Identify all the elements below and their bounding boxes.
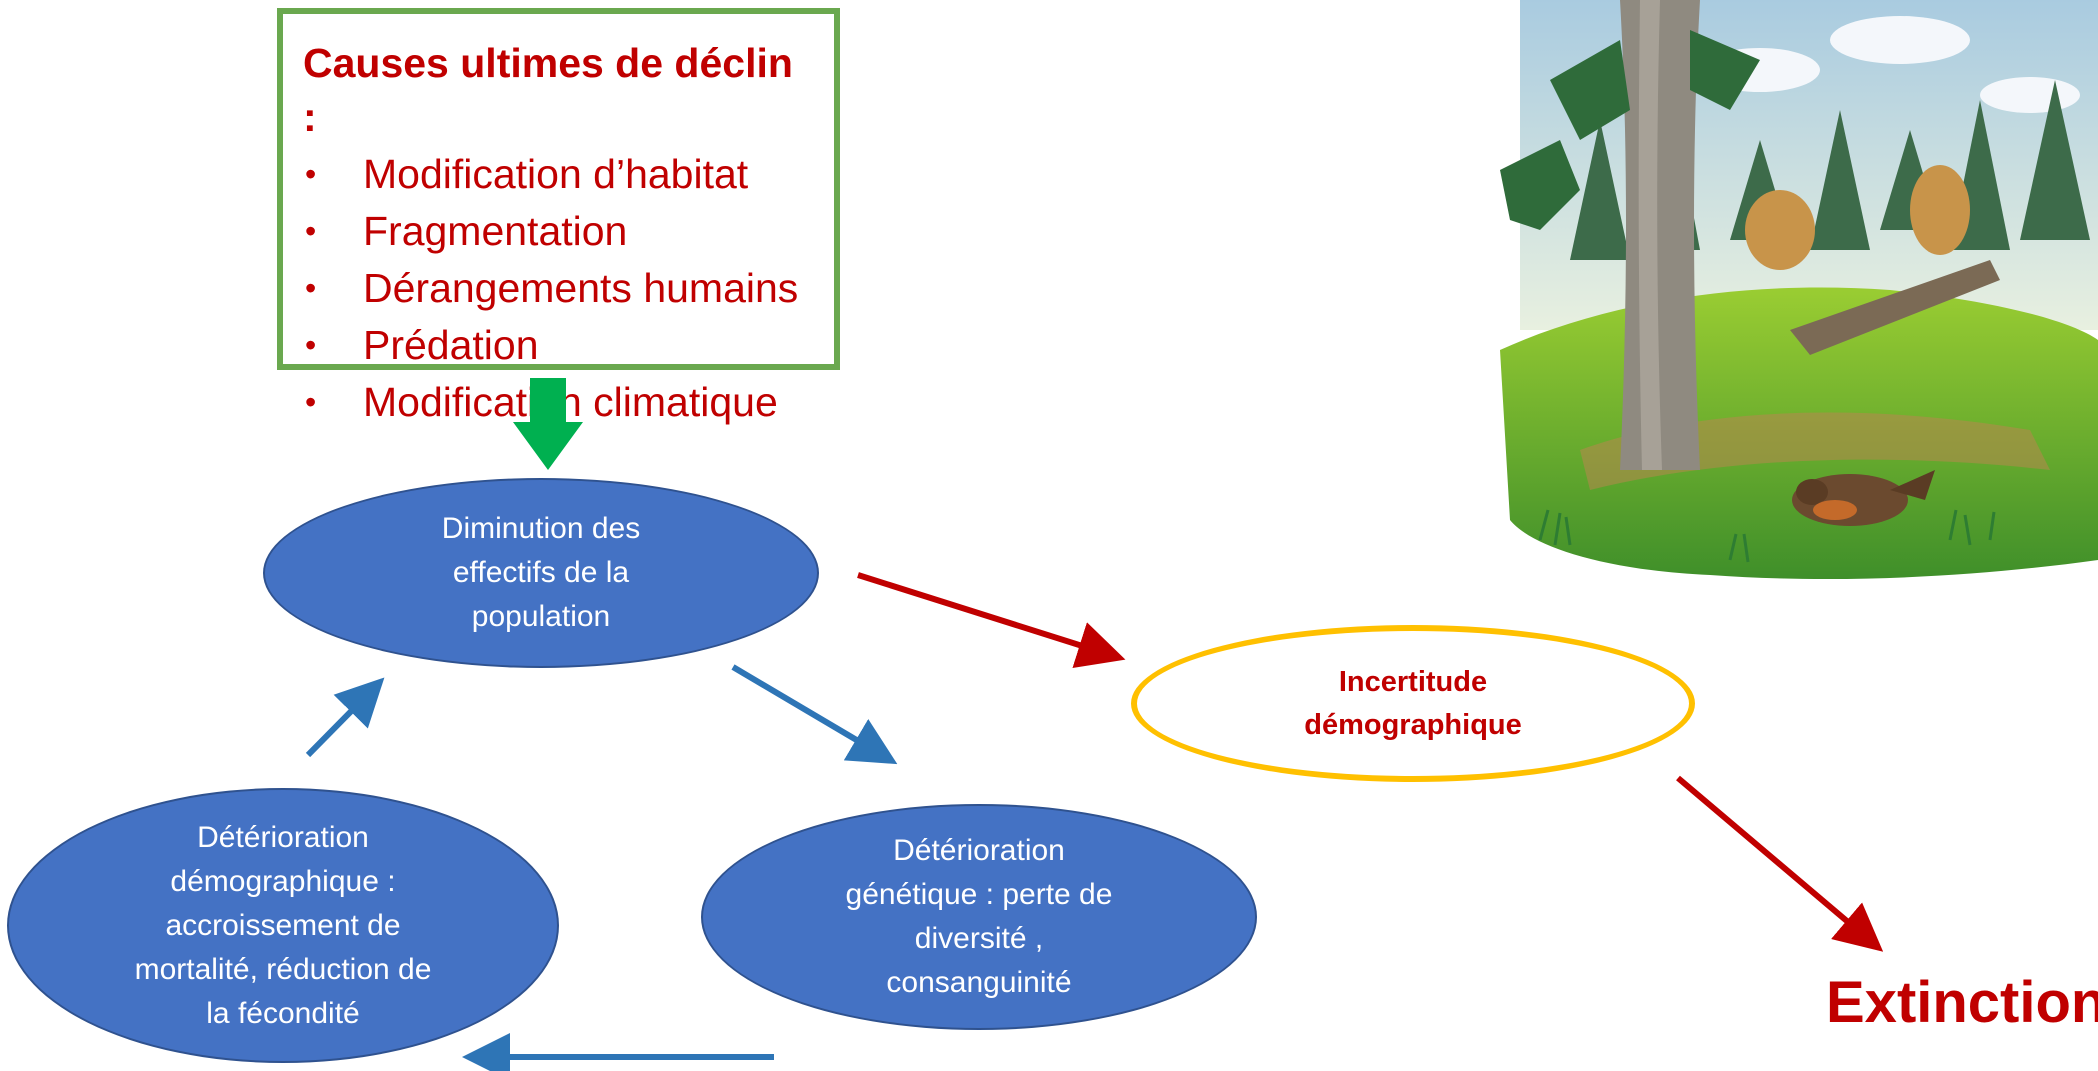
cause-item: •Modification climatique	[303, 374, 816, 431]
red-arrow-to-incertitude	[857, 572, 1126, 669]
blue-arrow-to-diminution	[305, 677, 385, 758]
extinction-label: Extinction	[1826, 970, 2098, 1035]
ultimate-causes-list: •Modification d’habitat •Fragmentation •…	[303, 146, 816, 431]
green-down-arrow	[513, 378, 583, 470]
bullet-icon: •	[305, 156, 317, 192]
cause-item: •Prédation	[303, 317, 816, 374]
forest-illustration	[1500, 0, 2098, 580]
bullet-icon: •	[305, 384, 317, 420]
cause-item: •Fragmentation	[303, 203, 816, 260]
demographic-deterioration-ellipse: Détérioration démographique : accroissem…	[7, 788, 559, 1063]
bullet-icon: •	[305, 213, 317, 249]
cause-item: •Modification d’habitat	[303, 146, 816, 203]
bullet-icon: •	[305, 327, 317, 363]
demographic-uncertainty-ellipse: Incertitude démographique	[1131, 625, 1695, 782]
blue-arrow-to-genetic	[731, 664, 898, 765]
genetic-deterioration-ellipse: Détérioration génétique : perte de diver…	[701, 804, 1257, 1030]
cause-item: •Dérangements humains	[303, 260, 816, 317]
ultimate-causes-box: Causes ultimes de déclin : •Modification…	[277, 8, 840, 425]
population-decline-ellipse: Diminution des effectifs de la populatio…	[263, 478, 819, 668]
bullet-icon: •	[305, 270, 317, 306]
red-arrow-to-extinction	[1676, 775, 1884, 952]
ultimate-causes-title: Causes ultimes de déclin :	[303, 40, 793, 140]
